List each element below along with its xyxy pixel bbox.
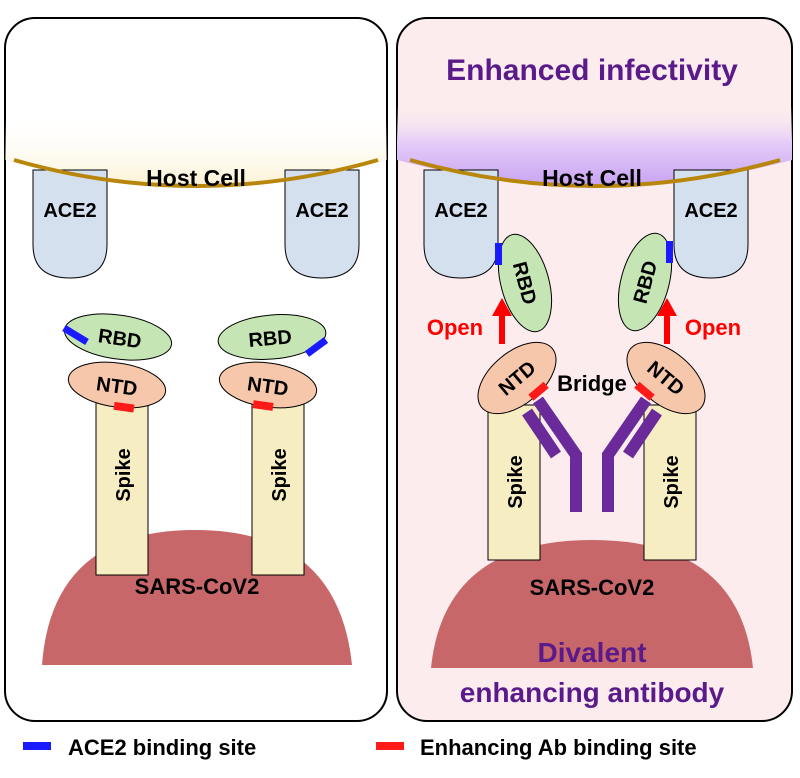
rbd-domain-right [617, 232, 673, 332]
antibody-stem-right [602, 396, 651, 512]
legend-swatch-enhancing-site [376, 742, 404, 750]
ace2-site-left [62, 325, 89, 345]
host-cell-label: Host Cell [542, 165, 642, 191]
antibody-stem-left [533, 396, 582, 512]
open-label-left: Open [427, 315, 483, 340]
host-cell-label: Host Cell [146, 165, 246, 191]
ace2-site-right [666, 241, 673, 263]
open-arrow-right-shaft [664, 314, 670, 344]
ntd-domain-left [67, 361, 167, 409]
enhancing-site-right [252, 400, 274, 411]
ace2-site-right [304, 337, 329, 357]
virus-label: SARS-CoV2 [135, 574, 260, 599]
enhancing-site-right [634, 381, 655, 401]
ace2-label-right: ACE2 [295, 200, 348, 222]
antibody-arm-right [623, 408, 662, 459]
legend: ACE2 binding site Enhancing Ab binding s… [23, 735, 697, 760]
bridge-label: Bridge [557, 371, 627, 396]
spike-stalk-right [643, 404, 697, 561]
legend-swatch-ace2-site [23, 742, 51, 750]
spike-stalk-left [487, 404, 541, 561]
ace2-label-right: ACE2 [684, 200, 737, 222]
ace2-receptor-left [423, 169, 499, 279]
ace2-receptor-right [284, 169, 360, 279]
open-label-right: Open [685, 315, 741, 340]
host-cell-membrane [409, 158, 781, 188]
legend-label-enhancing-site: Enhancing Ab binding site [420, 735, 697, 760]
host-cell-membrane [13, 158, 379, 188]
enhancing-site-left [528, 381, 549, 401]
virus-particle [431, 540, 753, 668]
ace2-site-left [495, 243, 502, 265]
host-cell-purple-glow [397, 105, 792, 186]
spike-label-left: Spike [505, 455, 527, 508]
open-arrow-left-shaft [499, 314, 505, 344]
antibody-arm-left [522, 408, 561, 459]
legend-label-ace2-site: ACE2 binding site [68, 735, 256, 760]
rbd-domain-right [217, 314, 327, 360]
ace2-receptor-right [673, 169, 749, 279]
left-panel: Host Cell ACE2 ACE2 SARS-CoV2 Spike Spik… [4, 17, 388, 722]
divalent-antibody [522, 396, 662, 512]
rbd-label-right: RBD [248, 326, 293, 352]
spike-label-right: Spike [661, 455, 683, 508]
ace2-label-left: ACE2 [434, 200, 487, 222]
ace2-label-left: ACE2 [43, 200, 96, 222]
panel-title: Enhanced infectivity [446, 54, 738, 87]
rbd-domain-left [497, 233, 553, 333]
spike-label-right: Spike [269, 448, 291, 501]
open-arrow-right [657, 298, 677, 344]
caption-line-1: Divalent [538, 637, 647, 668]
open-arrow-left-head [492, 298, 512, 316]
open-arrow-left [492, 298, 512, 344]
caption-line-2: enhancing antibody [460, 677, 725, 708]
enhancing-site-left [113, 401, 135, 413]
open-arrow-right-head [657, 298, 677, 316]
spike-stalk-right [251, 389, 305, 576]
spike-label-left: Spike [113, 448, 135, 501]
virus-label: SARS-CoV2 [530, 575, 655, 600]
ace2-receptor-left [32, 169, 108, 279]
right-panel: Enhanced infectivity Host Cell ACE2 ACE2… [396, 17, 793, 722]
